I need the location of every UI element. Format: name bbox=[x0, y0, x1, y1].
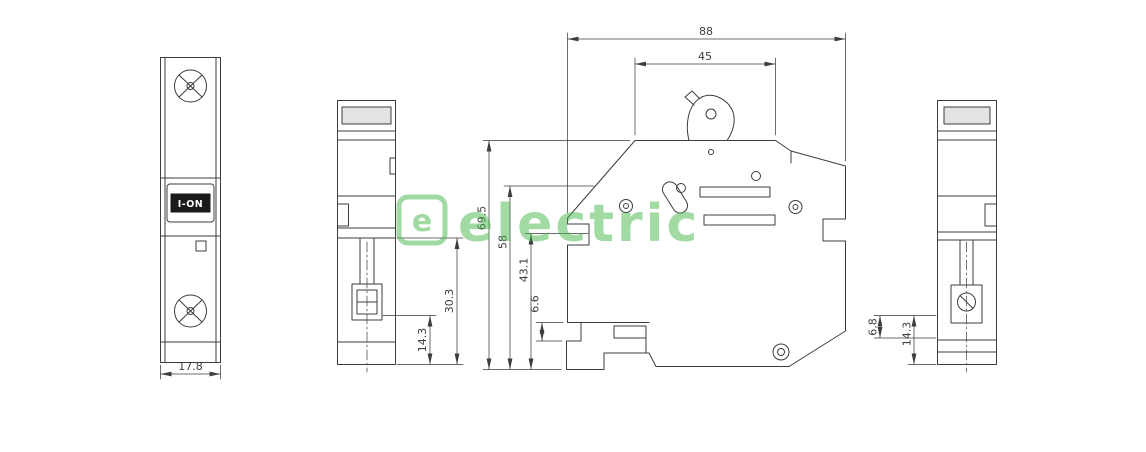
front-view: I-ON 17.8 bbox=[160, 57, 221, 380]
dim-45: 45 bbox=[634, 50, 776, 136]
dim-front-width: 17.8 bbox=[160, 360, 221, 380]
toggle-switch: I-ON bbox=[166, 183, 215, 223]
watermark-text: electric bbox=[458, 194, 700, 254]
dim-value-43-1: 43.1 bbox=[518, 258, 531, 283]
side-body bbox=[337, 100, 396, 365]
dim-43-1: 43.1 bbox=[518, 233, 589, 370]
dim-69-5: 69.5 bbox=[476, 140, 631, 370]
dim-value-58: 58 bbox=[497, 235, 510, 249]
dim-value-88: 88 bbox=[699, 25, 713, 38]
watermark-logo-letter: e bbox=[412, 204, 432, 239]
mounting-boss bbox=[772, 343, 790, 361]
dim-value-6-6: 6.6 bbox=[529, 295, 542, 313]
dim-6-8: 6.8 bbox=[867, 315, 937, 339]
dim-value-45: 45 bbox=[698, 50, 712, 63]
dim-value-6-8: 6.8 bbox=[867, 318, 880, 336]
dim-88: 88 bbox=[567, 25, 846, 214]
operating-lever bbox=[684, 90, 735, 155]
profile-outline bbox=[566, 140, 846, 370]
housing-details bbox=[619, 150, 803, 226]
rivet-right bbox=[788, 200, 803, 214]
dim-value-14-3-side: 14.3 bbox=[416, 328, 429, 353]
dim-6-6: 6.6 bbox=[529, 295, 564, 342]
top-clip-window bbox=[341, 106, 392, 125]
watermark: e electric bbox=[396, 194, 700, 254]
dim-14-3-rear: 14.3 bbox=[901, 315, 937, 365]
bottom-screw-icon bbox=[174, 294, 207, 328]
profile-view: 88 45 69.5 58 43.1 6.6 bbox=[476, 25, 846, 370]
dim-value-14-3-rear: 14.3 bbox=[901, 322, 914, 347]
toggle-label-plate bbox=[170, 193, 211, 213]
angled-slot bbox=[661, 181, 689, 214]
top-screw-icon bbox=[174, 69, 207, 103]
dim-value-17-8: 17.8 bbox=[178, 360, 203, 373]
toggle-label: I-ON bbox=[178, 199, 204, 210]
dim-58: 58 bbox=[497, 185, 595, 370]
test-window bbox=[195, 240, 207, 252]
side-view: 30.3 14.3 bbox=[337, 100, 464, 373]
rear-view: 6.8 14.3 bbox=[867, 100, 997, 373]
front-body bbox=[160, 57, 221, 363]
watermark-logo-icon bbox=[396, 194, 448, 246]
dim-30-3: 30.3 bbox=[396, 237, 464, 365]
rivet-top bbox=[751, 171, 761, 181]
busbar-slot-lower bbox=[703, 214, 776, 226]
rear-clip-window bbox=[943, 106, 991, 125]
din-rail-clip bbox=[580, 322, 650, 354]
dim-value-30-3: 30.3 bbox=[443, 289, 456, 314]
dim-value-69-5: 69.5 bbox=[476, 206, 489, 231]
dim-14-3-side: 14.3 bbox=[382, 315, 437, 365]
busbar-slot-upper bbox=[699, 186, 771, 198]
rivet-left bbox=[619, 199, 633, 213]
